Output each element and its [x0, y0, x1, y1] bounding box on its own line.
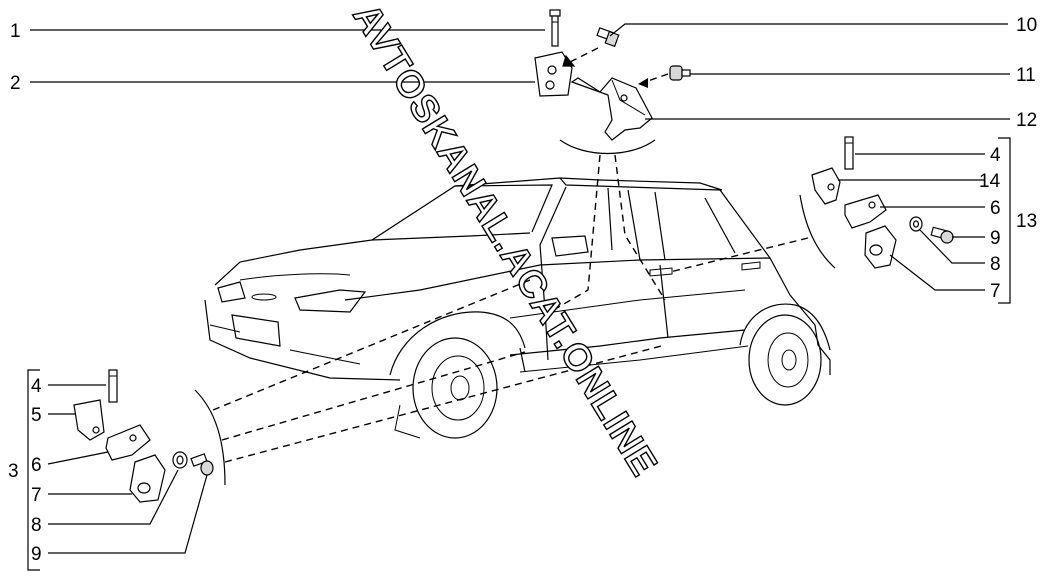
callout-right-14: 14	[979, 171, 1001, 192]
car-illustration	[204, 177, 831, 439]
callout-right-8: 8	[990, 254, 1001, 275]
watermark: AVTOSKANAL.ACAT.ONLINE	[344, 0, 665, 484]
callout-left-5: 5	[31, 405, 42, 426]
bolt-11	[638, 65, 691, 88]
right-hinge-parts	[811, 136, 954, 269]
pin-1	[549, 9, 561, 47]
leader-lines	[27, 23, 1011, 571]
callout-labels: 1 2 10 11 12 13 4 14 6 9 8 7 3 4 5 6 7 8…	[8, 15, 1037, 565]
top-hinge-parts	[534, 9, 691, 141]
callout-left-6: 6	[31, 455, 42, 476]
bolt-10	[596, 27, 620, 48]
callout-left-4: 4	[31, 376, 42, 397]
callout-right-6: 6	[990, 198, 1001, 219]
callout-right-group-13: 13	[1016, 211, 1037, 232]
callout-10: 10	[1016, 15, 1037, 36]
left-hinge-parts	[73, 369, 214, 503]
callout-12: 12	[1016, 110, 1037, 131]
callout-right-9: 9	[990, 228, 1001, 249]
callout-2: 2	[10, 73, 21, 94]
callout-right-4: 4	[990, 145, 1001, 166]
reference-lines	[194, 139, 836, 486]
callout-11: 11	[1016, 65, 1036, 86]
callout-left-7: 7	[31, 485, 42, 506]
callout-left-8: 8	[31, 515, 42, 536]
callout-left-9: 9	[31, 544, 42, 565]
callout-left-group-3: 3	[8, 461, 19, 482]
callout-right-7: 7	[990, 281, 1001, 302]
callout-1: 1	[10, 21, 21, 42]
